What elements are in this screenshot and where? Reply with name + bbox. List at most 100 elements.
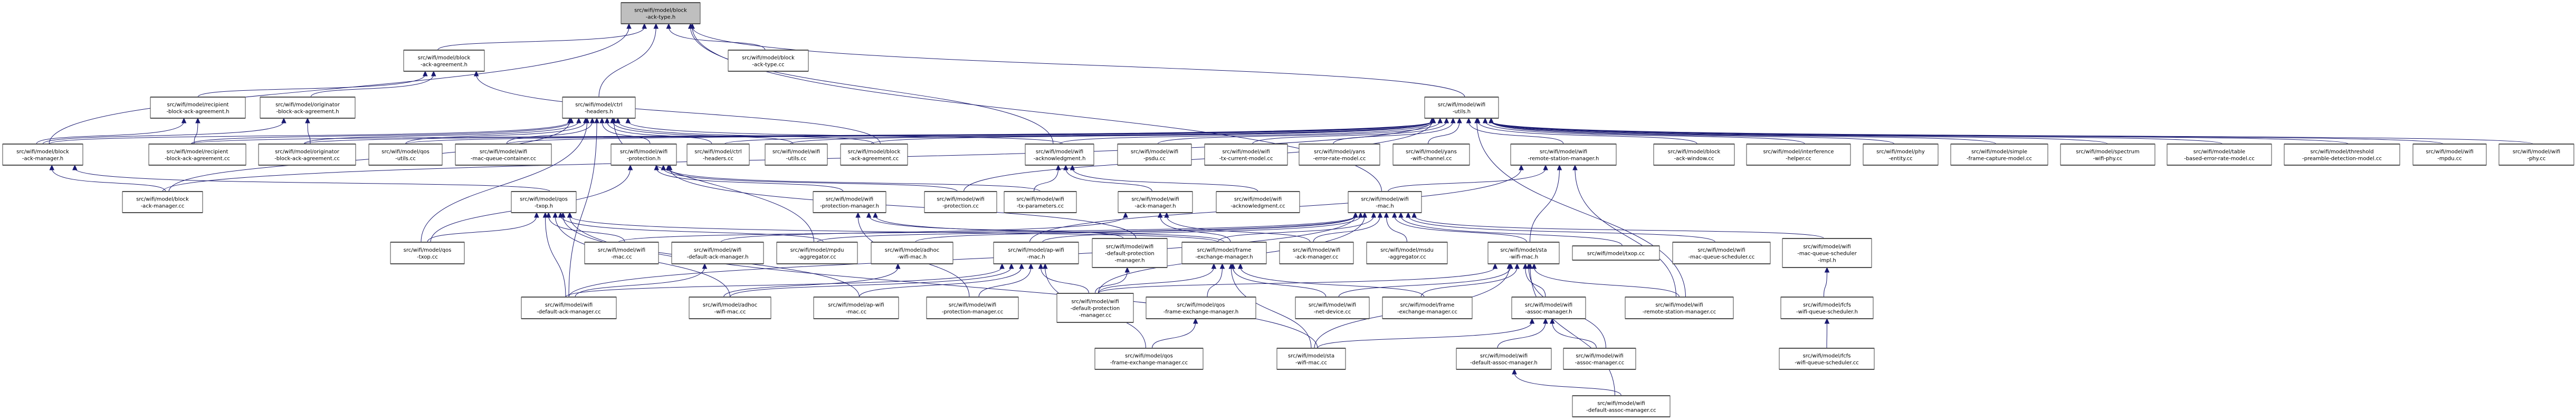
edge-mpdua-cc-to-wmac-h bbox=[817, 212, 1358, 243]
graph-node-interf-cc[interactable]: src/wifi/model/interference-helper.cc bbox=[1746, 144, 1851, 166]
graph-node-sta-h[interactable]: src/wifi/model/sta-wifi-mac.h bbox=[1487, 242, 1560, 264]
node-border-accent bbox=[611, 144, 676, 166]
graph-node-psdu-cc[interactable]: src/wifi/model/wifi-psdu.cc bbox=[1117, 144, 1192, 166]
node-border-accent bbox=[813, 191, 886, 213]
graph-node-rbaa-h[interactable]: src/wifi/model/recipient-block-ack-agree… bbox=[150, 97, 246, 119]
node-border-accent bbox=[1863, 144, 1938, 166]
edge-wmac-cc-to-wmac-h bbox=[618, 212, 1358, 243]
graph-node-baa-h[interactable]: src/wifi/model/block-ack-agreement.h bbox=[403, 50, 485, 72]
graph-node-bat-h[interactable]: src/wifi/model/block-ack-type.h bbox=[621, 2, 701, 24]
node-label-line: -utils.h bbox=[1453, 109, 1471, 115]
graph-node-qtxop-h[interactable]: src/wifi/model/qos-txop.h bbox=[511, 191, 577, 213]
graph-node-txcur-cc[interactable]: src/wifi/model/wifi-tx-current-model.cc bbox=[1204, 144, 1288, 166]
graph-node-asm-cc[interactable]: src/wifi/model/wifi-assoc-manager.cc bbox=[1563, 348, 1636, 370]
graph-node-pm-cc[interactable]: src/wifi/model/wifi-protection-manager.c… bbox=[926, 297, 1019, 319]
edge-rbaa-cc-to-wutils-h bbox=[190, 117, 1435, 145]
graph-node-qfem-h[interactable]: src/wifi/model/qos-frame-exchange-manage… bbox=[1146, 297, 1256, 319]
edge-dasm-cc-to-dasm-h bbox=[1512, 368, 1621, 396]
graph-node-ap-cc[interactable]: src/wifi/model/ap-wifi-mac.cc bbox=[813, 297, 899, 319]
graph-node-prot-h[interactable]: src/wifi/model/wifi-protection.h bbox=[610, 144, 677, 166]
graph-node-mqc-cc[interactable]: src/wifi/model/wifi-mac-queue-container.… bbox=[455, 144, 552, 166]
node-box bbox=[1366, 242, 1448, 264]
edge-line bbox=[405, 121, 586, 145]
graph-node-ackn-h[interactable]: src/wifi/model/wifi-acknowledgment.h bbox=[1025, 144, 1094, 166]
arrowhead-icon bbox=[1384, 212, 1389, 218]
node-border-accent bbox=[1118, 191, 1192, 213]
node-label-line: -exchange-manager.cc bbox=[1397, 309, 1457, 315]
node-border-accent bbox=[1367, 242, 1447, 264]
graph-node-mqsi-h[interactable]: src/wifi/model/wifi-mac-queue-scheduler-… bbox=[1782, 238, 1872, 268]
graph-node-am-h[interactable]: src/wifi/model/wifi-ack-manager.h bbox=[1118, 191, 1193, 213]
graph-node-thresh-cc[interactable]: src/wifi/model/threshold-preamble-detect… bbox=[2284, 144, 2400, 166]
node-label-line: -psdu.cc bbox=[1143, 156, 1166, 162]
graph-node-dam-h[interactable]: src/wifi/model/wifi-default-ack-manager.… bbox=[671, 242, 764, 264]
graph-node-fem-cc[interactable]: src/wifi/model/frame-exchange-manager.cc bbox=[1382, 297, 1473, 319]
node-label-line: src/wifi/model/wifi bbox=[937, 197, 984, 203]
edge-interf-cc-to-wutils-h bbox=[1482, 117, 1805, 145]
graph-node-table-cc[interactable]: src/wifi/model/table-based-error-rate-mo… bbox=[2167, 144, 2272, 166]
graph-node-bam-cc[interactable]: src/wifi/model/block-ack-manager.cc bbox=[122, 191, 203, 213]
graph-node-fcfs-cc[interactable]: src/wifi/model/fcfs-wifi-queue-scheduler… bbox=[1779, 348, 1875, 370]
graph-node-mqs-cc[interactable]: src/wifi/model/wifi-mac-queue-scheduler.… bbox=[1672, 242, 1771, 264]
graph-node-ctrl-h[interactable]: src/wifi/model/ctrl-headers.h bbox=[562, 97, 636, 119]
graph-node-qfem-cc[interactable]: src/wifi/model/qos-frame-exchange-manage… bbox=[1094, 348, 1204, 370]
graph-node-phy-cc[interactable]: src/wifi/model/wifi-phy.cc bbox=[2498, 144, 2574, 166]
graph-node-sta-cc[interactable]: src/wifi/model/sta-wifi-mac.cc bbox=[1276, 348, 1346, 370]
graph-node-adhoc-cc[interactable]: src/wifi/model/adhoc-wifi-mac.cc bbox=[689, 297, 771, 319]
graph-node-asm-h[interactable]: src/wifi/model/wifi-assoc-manager.h bbox=[1511, 297, 1586, 319]
graph-node-mpdua-cc[interactable]: src/wifi/model/mpdu-aggregator.cc bbox=[776, 242, 858, 264]
graph-node-fcfs-h[interactable]: src/wifi/model/fcfs-wifi-queue-scheduler… bbox=[1780, 297, 1874, 319]
graph-node-adhoc-h[interactable]: src/wifi/model/adhoc-wifi-mac.h bbox=[871, 242, 953, 264]
graph-node-am-cc[interactable]: src/wifi/model/wifi-ack-manager.cc bbox=[1279, 242, 1354, 264]
graph-node-baw-cc[interactable]: src/wifi/model/block-ack-window.cc bbox=[1653, 144, 1735, 166]
node-box bbox=[1672, 242, 1771, 264]
graph-node-phyent-cc[interactable]: src/wifi/model/phy-entity.cc bbox=[1863, 144, 1939, 166]
node-border-accent bbox=[927, 297, 1018, 319]
graph-node-rsm-cc[interactable]: src/wifi/model/wifi-remote-station-manag… bbox=[1625, 297, 1734, 319]
node-border-accent bbox=[1572, 245, 1659, 261]
edge-rsm-cc-to-rsm-h bbox=[1572, 164, 1676, 298]
graph-node-dasm-cc[interactable]: src/wifi/model/wifi-default-assoc-manage… bbox=[1572, 395, 1671, 417]
edge-phyent-cc-to-wutils-h bbox=[1489, 117, 1895, 145]
graph-node-dpm-h[interactable]: src/wifi/model/wifi-default-protection-m… bbox=[1092, 238, 1168, 268]
graph-node-ackn-cc[interactable]: src/wifi/model/wifi-acknowledgment.cc bbox=[1216, 191, 1300, 213]
edge-line bbox=[506, 121, 1433, 145]
graph-node-qosutils-cc[interactable]: src/wifi/model/qos-utils.cc bbox=[368, 144, 443, 166]
graph-node-wutils-h[interactable]: src/wifi/model/wifi-utils.h bbox=[1424, 97, 1499, 119]
graph-node-dpm-cc[interactable]: src/wifi/model/wifi-default-protection-m… bbox=[1056, 293, 1134, 323]
edge-line bbox=[690, 26, 1054, 145]
node-box bbox=[1004, 191, 1077, 213]
graph-node-rsm-h[interactable]: src/wifi/model/wifi-remote-station-manag… bbox=[1510, 144, 1617, 166]
edge-obaa-h-to-baa-h bbox=[310, 70, 436, 98]
graph-node-fem-h[interactable]: src/wifi/model/frame-exchange-manager.h bbox=[1181, 242, 1267, 264]
graph-node-mpdu-cc[interactable]: src/wifi/model/wifi-mpdu.cc bbox=[2412, 144, 2487, 166]
edge-msdua-cc-to-wmac-h bbox=[1384, 212, 1407, 243]
graph-node-dam-cc[interactable]: src/wifi/model/wifi-default-ack-manager.… bbox=[521, 297, 617, 319]
graph-node-spec-cc[interactable]: src/wifi/model/spectrum-wifi-phy.cc bbox=[2060, 144, 2155, 166]
graph-node-prot-cc[interactable]: src/wifi/model/wifi-protection.cc bbox=[924, 191, 997, 213]
graph-node-ap-h[interactable]: src/wifi/model/ap-wifi-mac.h bbox=[993, 242, 1079, 264]
graph-node-wmac-cc[interactable]: src/wifi/model/wifi-mac.cc bbox=[584, 242, 659, 264]
graph-node-baa-cc[interactable]: src/wifi/model/block-ack-agreement.cc bbox=[840, 144, 908, 166]
node-label-line: -block-ack-agreement.h bbox=[166, 109, 229, 115]
node-box bbox=[1780, 297, 1874, 319]
graph-node-ctrl-cc[interactable]: src/wifi/model/ctrl-headers.cc bbox=[686, 144, 750, 166]
node-label-line: src/wifi/model/wifi bbox=[1071, 299, 1119, 305]
graph-node-wmac-h[interactable]: src/wifi/model/wifi-mac.h bbox=[1348, 191, 1422, 213]
graph-node-sfcm-cc[interactable]: src/wifi/model/simple-frame-capture-mode… bbox=[1950, 144, 2048, 166]
graph-node-obaa-h[interactable]: src/wifi/model/originator-block-ack-agre… bbox=[260, 97, 356, 119]
graph-node-obaa-cc[interactable]: src/wifi/model/originator-block-ack-agre… bbox=[258, 144, 356, 166]
graph-node-wutils-cc[interactable]: src/wifi/model/wifi-utils.cc bbox=[765, 144, 828, 166]
graph-node-bat-cc[interactable]: src/wifi/model/block-ack-type.cc bbox=[728, 50, 809, 72]
graph-node-dasm-h[interactable]: src/wifi/model/wifi-default-assoc-manage… bbox=[1456, 348, 1552, 370]
graph-node-qtxop-cc[interactable]: src/wifi/model/qos-txop.cc bbox=[390, 242, 465, 264]
graph-node-netdev-cc[interactable]: src/wifi/model/wifi-net-device.cc bbox=[1295, 297, 1370, 319]
graph-node-bam-h[interactable]: src/wifi/model/block-ack-manager.h bbox=[2, 144, 83, 166]
graph-node-rbaa-cc[interactable]: src/wifi/model/recipient-block-ack-agree… bbox=[148, 144, 246, 166]
graph-node-ychan-cc[interactable]: src/wifi/model/yans-wifi-channel.cc bbox=[1392, 144, 1470, 166]
graph-node-yerr-cc[interactable]: src/wifi/model/yans-error-rate-model.cc bbox=[1299, 144, 1380, 166]
graph-node-msdua-cc[interactable]: src/wifi/model/msdu-aggregator.cc bbox=[1366, 242, 1448, 264]
graph-node-txp-cc[interactable]: src/wifi/model/wifi-tx-parameters.cc bbox=[1004, 191, 1077, 213]
graph-node-pm-h[interactable]: src/wifi/model/wifi-protection-manager.h bbox=[813, 191, 886, 213]
graph-node-txop-cc[interactable]: src/wifi/model/txop.cc bbox=[1572, 245, 1660, 261]
